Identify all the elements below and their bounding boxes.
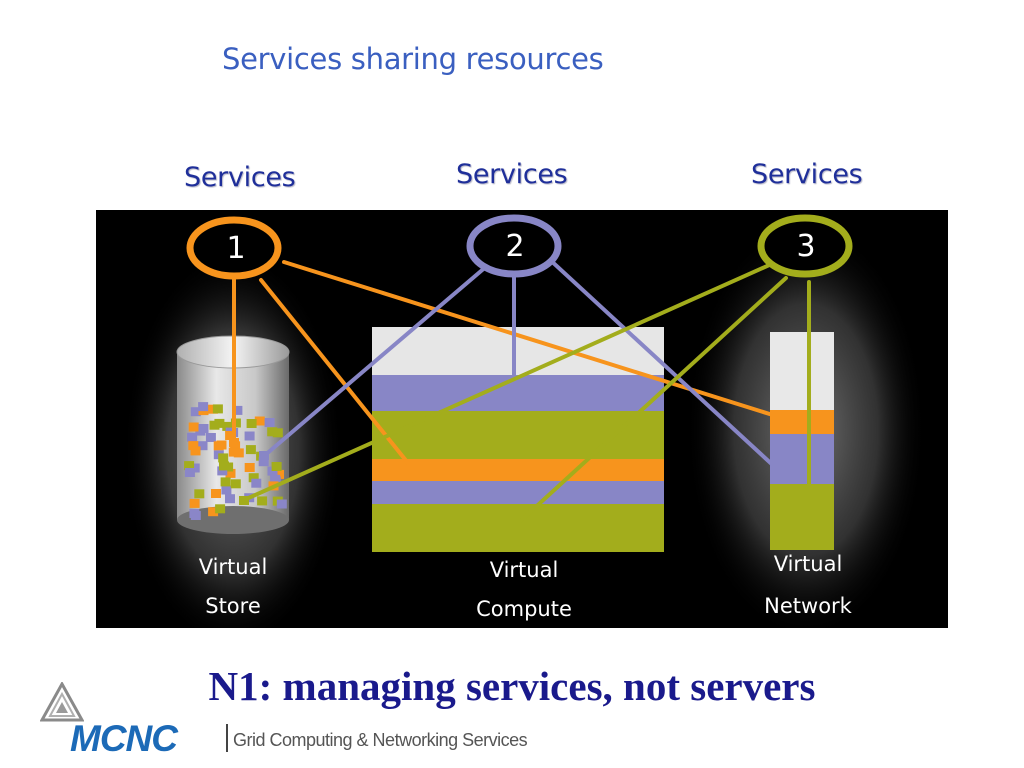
store-data-block [276, 499, 287, 509]
network-label-line1: Virtual [774, 552, 843, 576]
store-data-block [220, 477, 231, 487]
store-label-line2: Store [205, 594, 261, 618]
compute-label-line2: Compute [476, 597, 572, 621]
store-data-block [212, 404, 223, 414]
store-data-block [244, 463, 255, 472]
headline: N1: managing services, not servers [208, 663, 816, 709]
mcnc-emblem-icon [39, 680, 85, 722]
store-data-block [245, 445, 256, 455]
store-data-block [244, 431, 255, 441]
logo-tagline: Grid Computing & Networking Services [233, 730, 528, 750]
store-data-block [251, 478, 262, 488]
mcnc-wordmark: MCNC [70, 718, 178, 759]
store-data-block [190, 407, 201, 417]
store-data-block [270, 476, 281, 486]
service-number-3: 3 [796, 229, 815, 264]
store-data-block [189, 509, 200, 518]
service-ring-1: 1 [186, 216, 282, 280]
store-data-block [254, 416, 265, 426]
store-data-block [213, 441, 224, 451]
store-data-block [184, 468, 195, 477]
network-label-line2: Network [764, 594, 853, 618]
store-data-block [217, 466, 228, 476]
slide-title: Services sharing resources [222, 42, 604, 76]
store-data-block [187, 432, 198, 442]
store-data-block [267, 427, 278, 437]
store-data-block [225, 494, 235, 504]
mcnc-logo [39, 680, 85, 729]
store-data-block [194, 489, 205, 499]
services-label-2: Services [456, 159, 568, 190]
store-data-block [267, 466, 278, 476]
service-number-1: 1 [226, 231, 245, 266]
store-data-block [225, 468, 236, 478]
store-data-block [219, 461, 229, 471]
store-data-block [274, 469, 284, 479]
store-data-block [188, 441, 199, 451]
logo-divider [226, 724, 228, 752]
diagram-panel: 1 2 3 Virtual Store Virtual Compute Virt… [96, 210, 948, 628]
store-data-block [221, 485, 232, 495]
store-data-block [225, 431, 236, 440]
store-data-block [222, 421, 233, 431]
resource-sharing-diagram: 1 2 3 Virtual Store Virtual Compute Virt… [123, 214, 926, 628]
store-data-block [190, 446, 201, 456]
store-data-block [205, 433, 216, 442]
network-column [770, 332, 834, 550]
store-data-block [215, 504, 226, 514]
line-end-dots [229, 401, 814, 529]
store-data-block [257, 496, 268, 506]
store-data-block [197, 441, 208, 451]
store-data-block [232, 405, 243, 415]
store-data-block [188, 422, 199, 432]
store-data-block [271, 462, 282, 471]
store-data-block [258, 457, 269, 467]
store-data-block [230, 479, 241, 489]
store-data-block [246, 419, 257, 428]
services-label-3: Services [751, 159, 863, 190]
connection-lines [232, 252, 811, 527]
service-number-2: 2 [505, 229, 524, 264]
compute-block [372, 327, 664, 552]
store-label-line1: Virtual [199, 555, 268, 579]
store-data-block [248, 473, 259, 483]
store-data-block [272, 428, 283, 438]
store-data-block [207, 404, 218, 414]
store-data-block [198, 424, 209, 433]
store-data-block [184, 461, 195, 471]
service-ring-2: 2 [466, 214, 562, 278]
store-data-block [218, 453, 229, 463]
compute-label-line1: Virtual [490, 558, 559, 582]
service-ring-3: 3 [757, 214, 853, 278]
store-data-block [211, 489, 221, 498]
services-label-1: Services [184, 162, 296, 193]
store-data-block [214, 418, 225, 428]
store-data-block [208, 507, 219, 517]
store-data-block [264, 418, 275, 427]
store-data-block [198, 402, 209, 412]
store-data-block [189, 498, 200, 508]
store-data-block [233, 448, 244, 458]
